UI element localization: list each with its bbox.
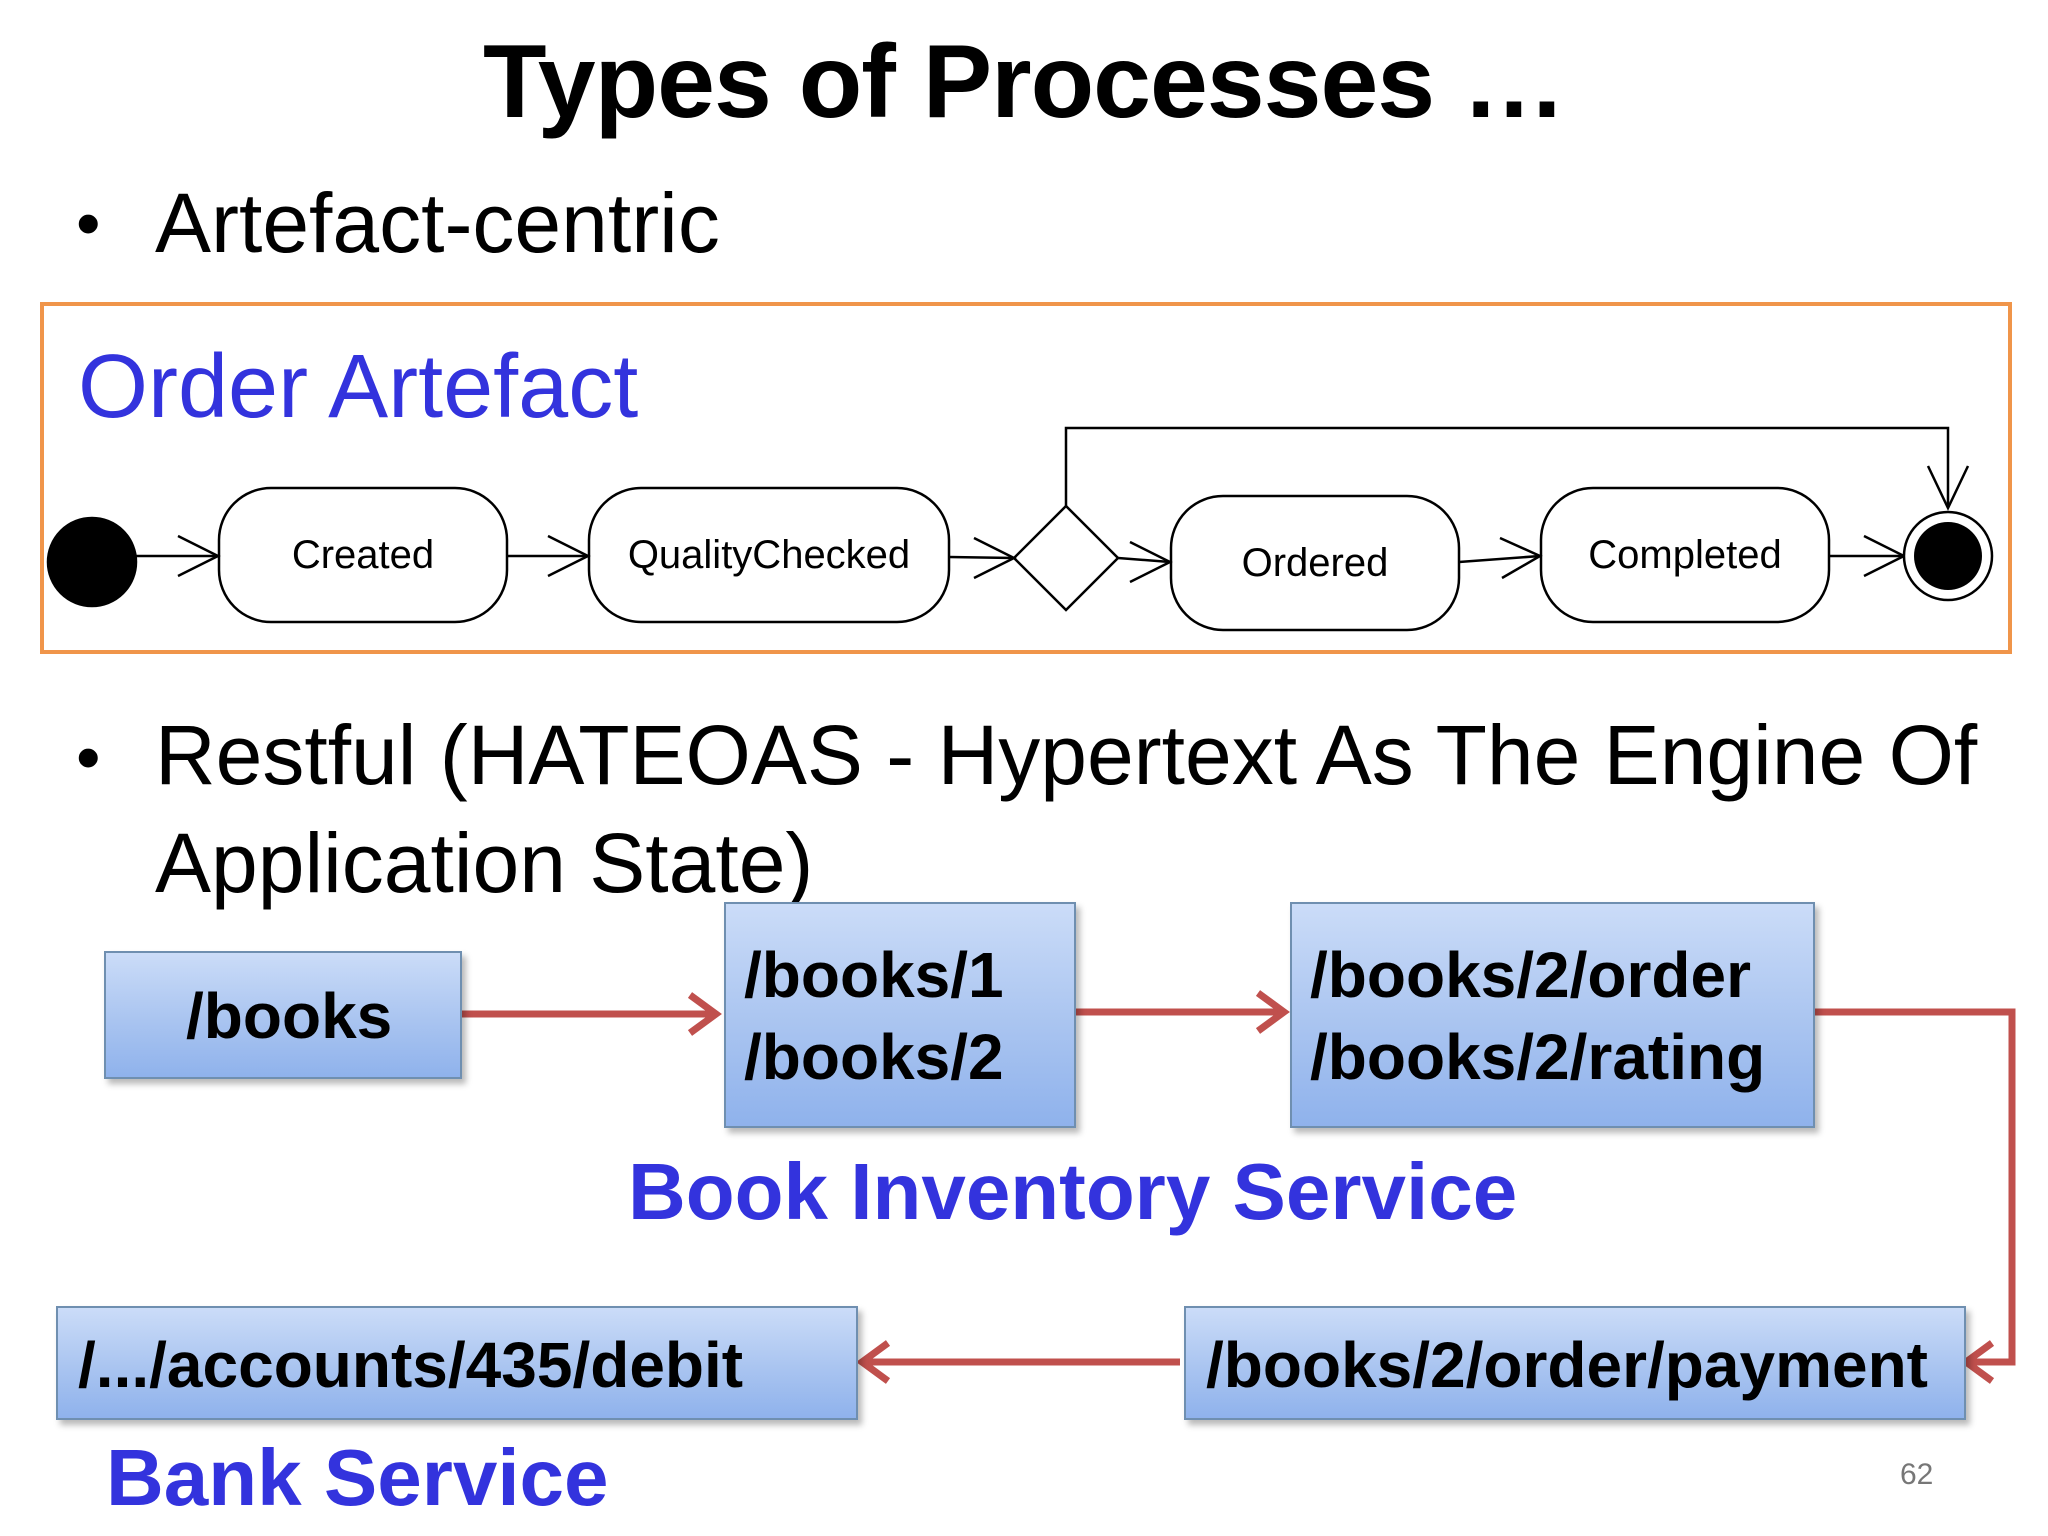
resource-debit-label: /.../accounts/435/debit (78, 1329, 744, 1401)
bypass-transition (1064, 426, 1950, 508)
state-created-label: Created (291, 533, 435, 577)
bullet-icon: • (76, 718, 101, 796)
resource-order-rating-box: /books/2/order /books/2/rating (1290, 902, 1815, 1128)
resource-debit-box: /.../accounts/435/debit (56, 1306, 858, 1420)
resource-payment-box: /books/2/order/payment (1184, 1306, 1966, 1420)
arrow-order-to-payment (1815, 1008, 2016, 1366)
arrowhead-icon (1960, 1340, 1995, 1384)
bullet-artefact-centric: Artefact-centric (155, 176, 720, 270)
arrowhead-icon (856, 1340, 891, 1384)
decision-node (1012, 504, 1120, 612)
bank-service-label: Bank Service (106, 1433, 609, 1522)
resource-payment-label: /books/2/order/payment (1206, 1329, 1928, 1401)
resource-order-rating-label: /books/2/order /books/2/rating (1310, 939, 1766, 1093)
resource-books-box: /books (104, 951, 462, 1079)
arrowhead-icon (687, 992, 722, 1036)
state-completed-label: Completed (1588, 533, 1782, 577)
order-artefact-heading: Order Artefact (78, 337, 639, 437)
arrowhead-icon (1926, 465, 1970, 511)
page-number: 62 (1900, 1458, 1934, 1491)
bullet-restful-line2: Application State) (155, 816, 814, 910)
arrowhead-icon (1255, 990, 1290, 1034)
state-ordered-shape (1169, 494, 1461, 632)
book-inventory-service-label: Book Inventory Service (628, 1147, 1518, 1236)
resource-book-ids-label: /books/1 /books/2 (744, 939, 1004, 1093)
state-qualitychecked-label: QualityChecked (627, 533, 911, 577)
initial-node (46, 516, 138, 608)
state-ordered-label: Ordered (1241, 541, 1389, 585)
order-artefact-frame (40, 302, 2012, 654)
final-node-core (1914, 522, 1982, 590)
bullet-icon: • (76, 184, 101, 262)
bullet-restful-line1: Restful (HATEOAS - Hypertext As The Engi… (155, 708, 1978, 802)
resource-books-label: /books (186, 980, 393, 1052)
slide-title: Types of Processes … (482, 24, 1566, 140)
state-qualitychecked-shape (587, 486, 951, 624)
resource-book-ids-box: /books/1 /books/2 (724, 902, 1076, 1128)
